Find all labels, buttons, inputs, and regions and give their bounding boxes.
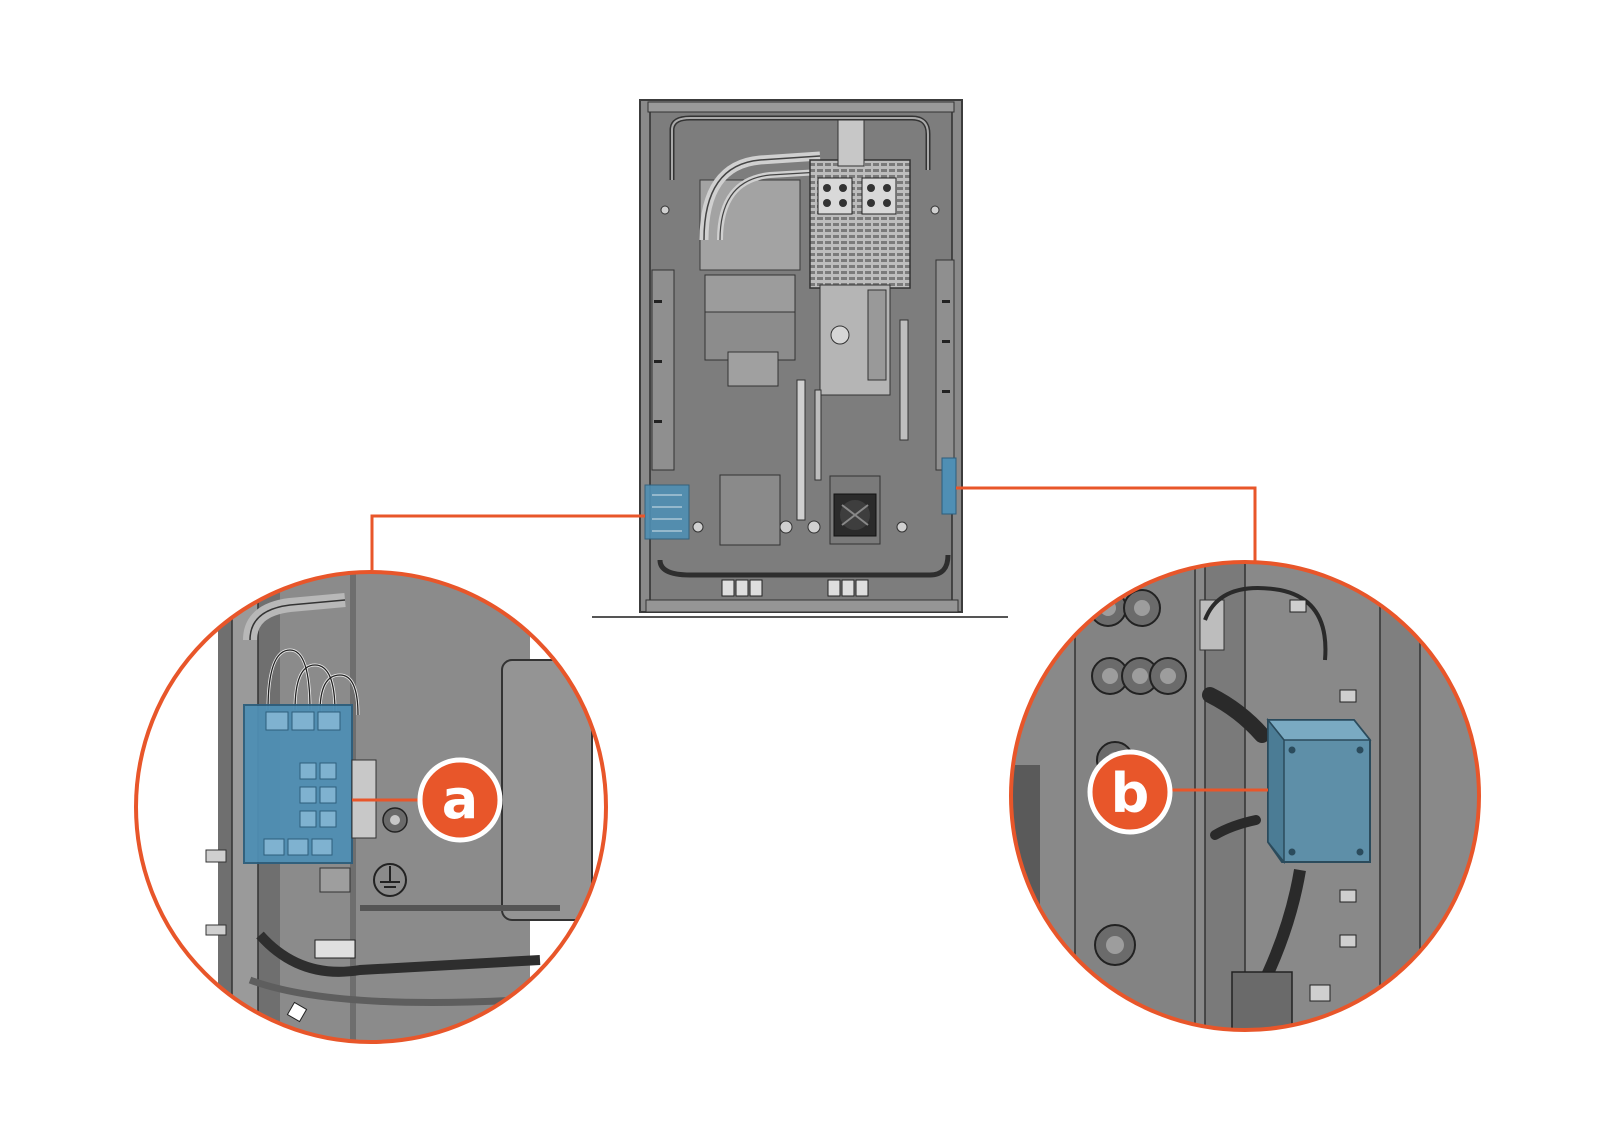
callout-a-badge [417,757,503,843]
mounting-bolts [660,205,940,534]
highlight-component-a[interactable] [644,484,690,540]
callout-b[interactable]: b [1087,749,1173,835]
mid-left-box [704,274,796,316]
right-rail [935,259,955,471]
zoom-circle-a-border [134,570,608,1044]
terminal-block-zoom [243,704,353,864]
junction-box-zoom [1266,717,1372,865]
callout-a-label: a [442,768,478,831]
zoom-view-a [134,570,608,1044]
callout-a[interactable]: a [417,757,503,843]
leader-line-b [956,486,1257,562]
bottom-terminals [721,579,869,597]
highlight-component-b[interactable] [941,457,957,515]
cooling-fan [829,475,881,545]
side-clips [654,300,950,423]
zoom-view-b [1009,560,1481,1032]
callout-b-label: b [1111,762,1150,825]
bottom-cable [657,554,951,578]
callout-b-badge [1087,749,1173,835]
leader-line-a [370,514,645,570]
zoom-circle-b-border [1009,560,1481,1032]
main-unit [592,99,1008,618]
heatsink-terminals [817,177,897,215]
lower-left-cover [719,474,781,546]
